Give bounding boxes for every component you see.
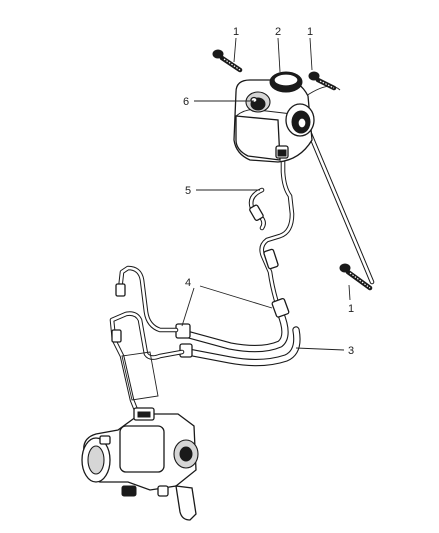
power-steering-pump xyxy=(233,71,315,163)
callout-hose-clamps: 4 xyxy=(185,277,191,289)
pressure-line xyxy=(248,153,295,315)
callout-pump-reservoir: 6 xyxy=(183,96,189,108)
callout-pulley: 2 xyxy=(275,26,281,38)
return-hose xyxy=(175,298,301,367)
leader-lines xyxy=(181,37,351,351)
callout-bolt-lower-right: 1 xyxy=(348,303,354,315)
bolt-top-right xyxy=(308,71,337,91)
callout-pressure-line: 5 xyxy=(185,185,191,197)
callout-labels: 1 2 1 6 5 4 3 1 xyxy=(183,26,354,357)
gear-tubes xyxy=(109,265,185,423)
callout-return-hose: 3 xyxy=(348,345,354,357)
bolt-top-left xyxy=(212,49,243,73)
callout-bolt-top-right: 1 xyxy=(307,26,313,38)
callout-bolt-top-left: 1 xyxy=(233,26,239,38)
steering-gear xyxy=(81,407,199,521)
bolt-lower-right xyxy=(339,263,373,291)
